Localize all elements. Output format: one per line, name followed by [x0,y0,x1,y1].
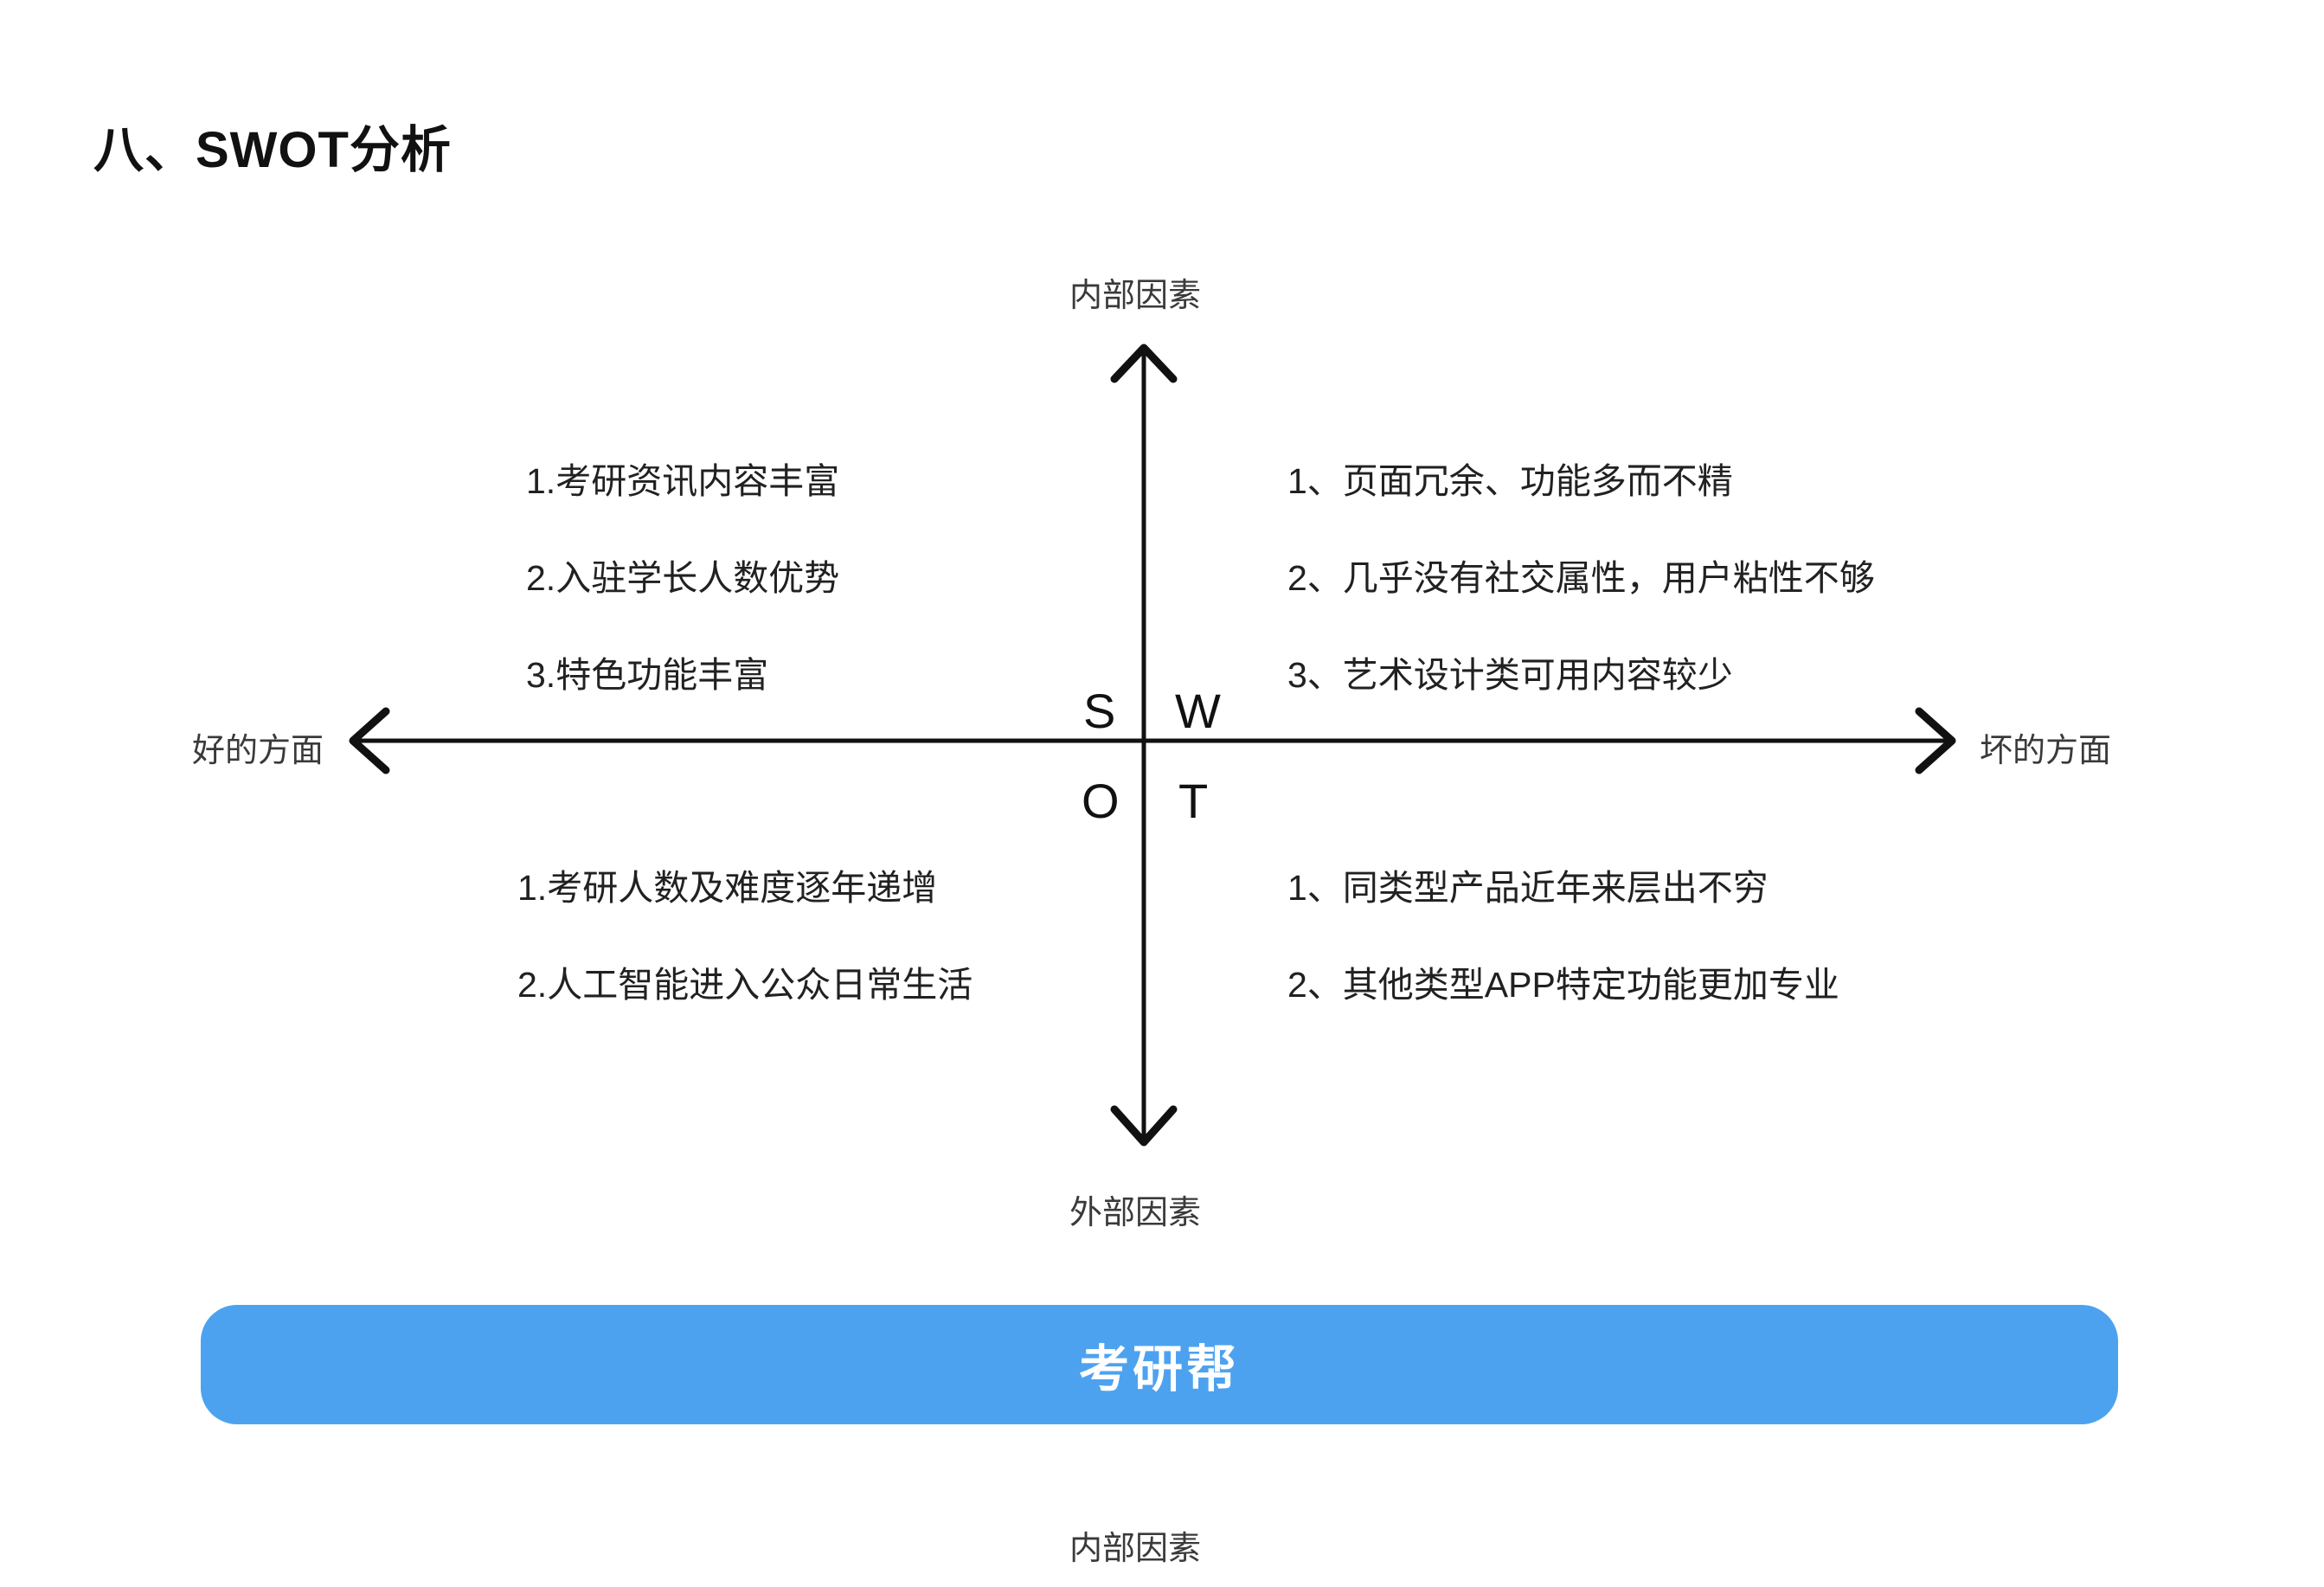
quadrant-weaknesses: 1、页面冗余、功能多而不精 2、几乎没有社交属性，用户粘性不够 3、艺术设计类可… [1287,452,1875,697]
axis-label-internal-top: 内部因素 [1069,278,1202,314]
quadrant-strengths: 1.考研资讯内容丰富 2.入驻学长人数优势 3.特色功能丰富 [526,452,839,697]
quadrant-item: 3.特色功能丰富 [526,655,769,695]
quadrant-item: 1.考研资讯内容丰富 [526,461,840,501]
quadrant-item: 1.考研人数及难度逐年递增 [517,868,938,908]
swot-letter-o: O [1082,774,1120,828]
quadrant-item: 2.人工智能进入公众日常生活 [517,965,973,1005]
brand-banner: 考研帮 [201,1305,2118,1424]
axis-arrow-left-icon [349,707,390,774]
quadrant-threats: 1、同类型产品近年来层出不穷 2、其他类型APP特定功能更加专业 [1287,858,1839,1007]
quadrant-item: 3、艺术设计类可用内容较少 [1287,655,1733,695]
brand-banner-label: 考研帮 [1078,1341,1240,1397]
page-title: 八、SWOT分析 [93,122,452,178]
axis-arrow-down-icon [1110,1105,1178,1147]
quadrant-item: 1、页面冗余、功能多而不精 [1287,461,1733,501]
axis-label-bad-side: 坏的方面 [1980,733,2112,769]
quadrant-opportunities: 1.考研人数及难度逐年递增 2.人工智能进入公众日常生活 [517,858,973,1007]
axis-label-external-bottom: 外部因素 [1069,1195,1202,1231]
swot-letter-s: S [1083,684,1116,738]
quadrant-item: 2、几乎没有社交属性，用户粘性不够 [1287,558,1875,598]
axis-label-good-side: 好的方面 [192,733,324,769]
footer-note: 内部因素 [1069,1531,1202,1567]
swot-letter-w: W [1175,684,1221,738]
axis-arrow-up-icon [1110,344,1178,383]
quadrant-item: 2.入驻学长人数优势 [526,558,840,598]
quadrant-item: 1、同类型产品近年来层出不穷 [1287,868,1769,908]
swot-letter-t: T [1178,774,1209,828]
axis-arrow-right-icon [1915,707,1956,774]
quadrant-item: 2、其他类型APP特定功能更加专业 [1287,965,1839,1005]
